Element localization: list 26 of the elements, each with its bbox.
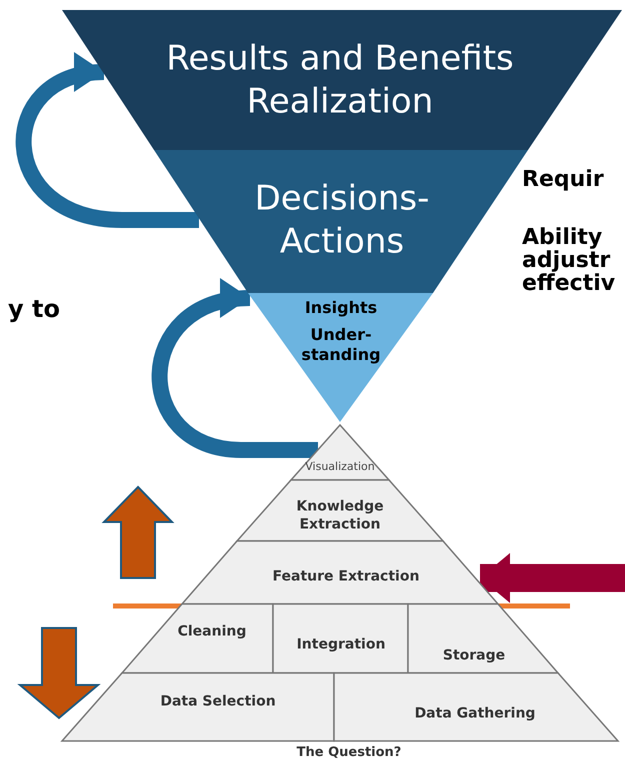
side-note: Requir xyxy=(522,168,605,192)
band-label: Decisions- Actions xyxy=(254,178,430,262)
band-label: Storage xyxy=(442,647,506,665)
band-label: Results and Benefits Realization xyxy=(165,38,515,122)
band-label: Cleaning xyxy=(176,623,248,641)
side-note: Ability adjustr effectiv xyxy=(522,226,616,296)
band-label: Knowledge Extraction xyxy=(295,498,385,534)
band-label: Integration xyxy=(296,636,386,654)
pyramid-cell xyxy=(408,604,558,673)
band-label: Data Selection xyxy=(159,693,277,711)
arrow xyxy=(480,553,625,603)
pyramid-caption: The Question? xyxy=(296,746,402,760)
pyramid-tier xyxy=(182,541,498,604)
band-label: Feature Extraction xyxy=(272,568,420,586)
pyramid-cell xyxy=(334,673,618,741)
band-label: Data Gathering xyxy=(414,705,536,723)
pyramid-cell xyxy=(122,604,273,673)
pyramid-cell xyxy=(273,604,408,673)
funnel-tip xyxy=(248,293,433,422)
funnel-band xyxy=(62,10,622,150)
band-label: Insights xyxy=(304,298,378,318)
curved-arrow xyxy=(152,281,318,458)
band-label: Visualization xyxy=(304,460,376,474)
side-note: y to xyxy=(7,297,60,322)
band-sublabel: Under- standing xyxy=(300,325,382,365)
pyramid-cell xyxy=(62,673,334,741)
